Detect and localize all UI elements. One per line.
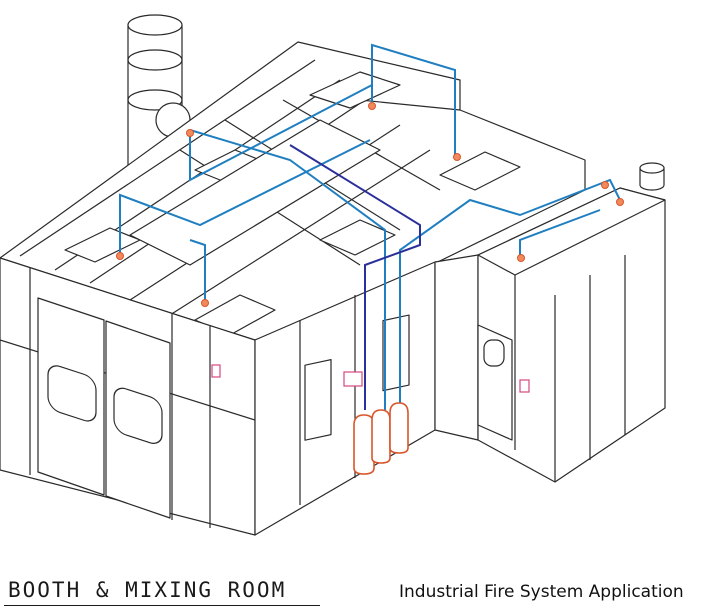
- pipe-network: [119, 43, 621, 410]
- application-label: Industrial Fire System Application: [399, 582, 684, 602]
- booth-side-wall: [254, 261, 436, 536]
- control-panels: [211, 364, 530, 393]
- mixing-room: [434, 162, 666, 483]
- booth-doors: [37, 297, 171, 519]
- agent-cylinders: [353, 402, 409, 475]
- booth-label: BOOTH & MIXING ROOM: [8, 578, 287, 602]
- discharge-nozzles: [116, 102, 624, 307]
- booth-label-underline: [4, 605, 320, 606]
